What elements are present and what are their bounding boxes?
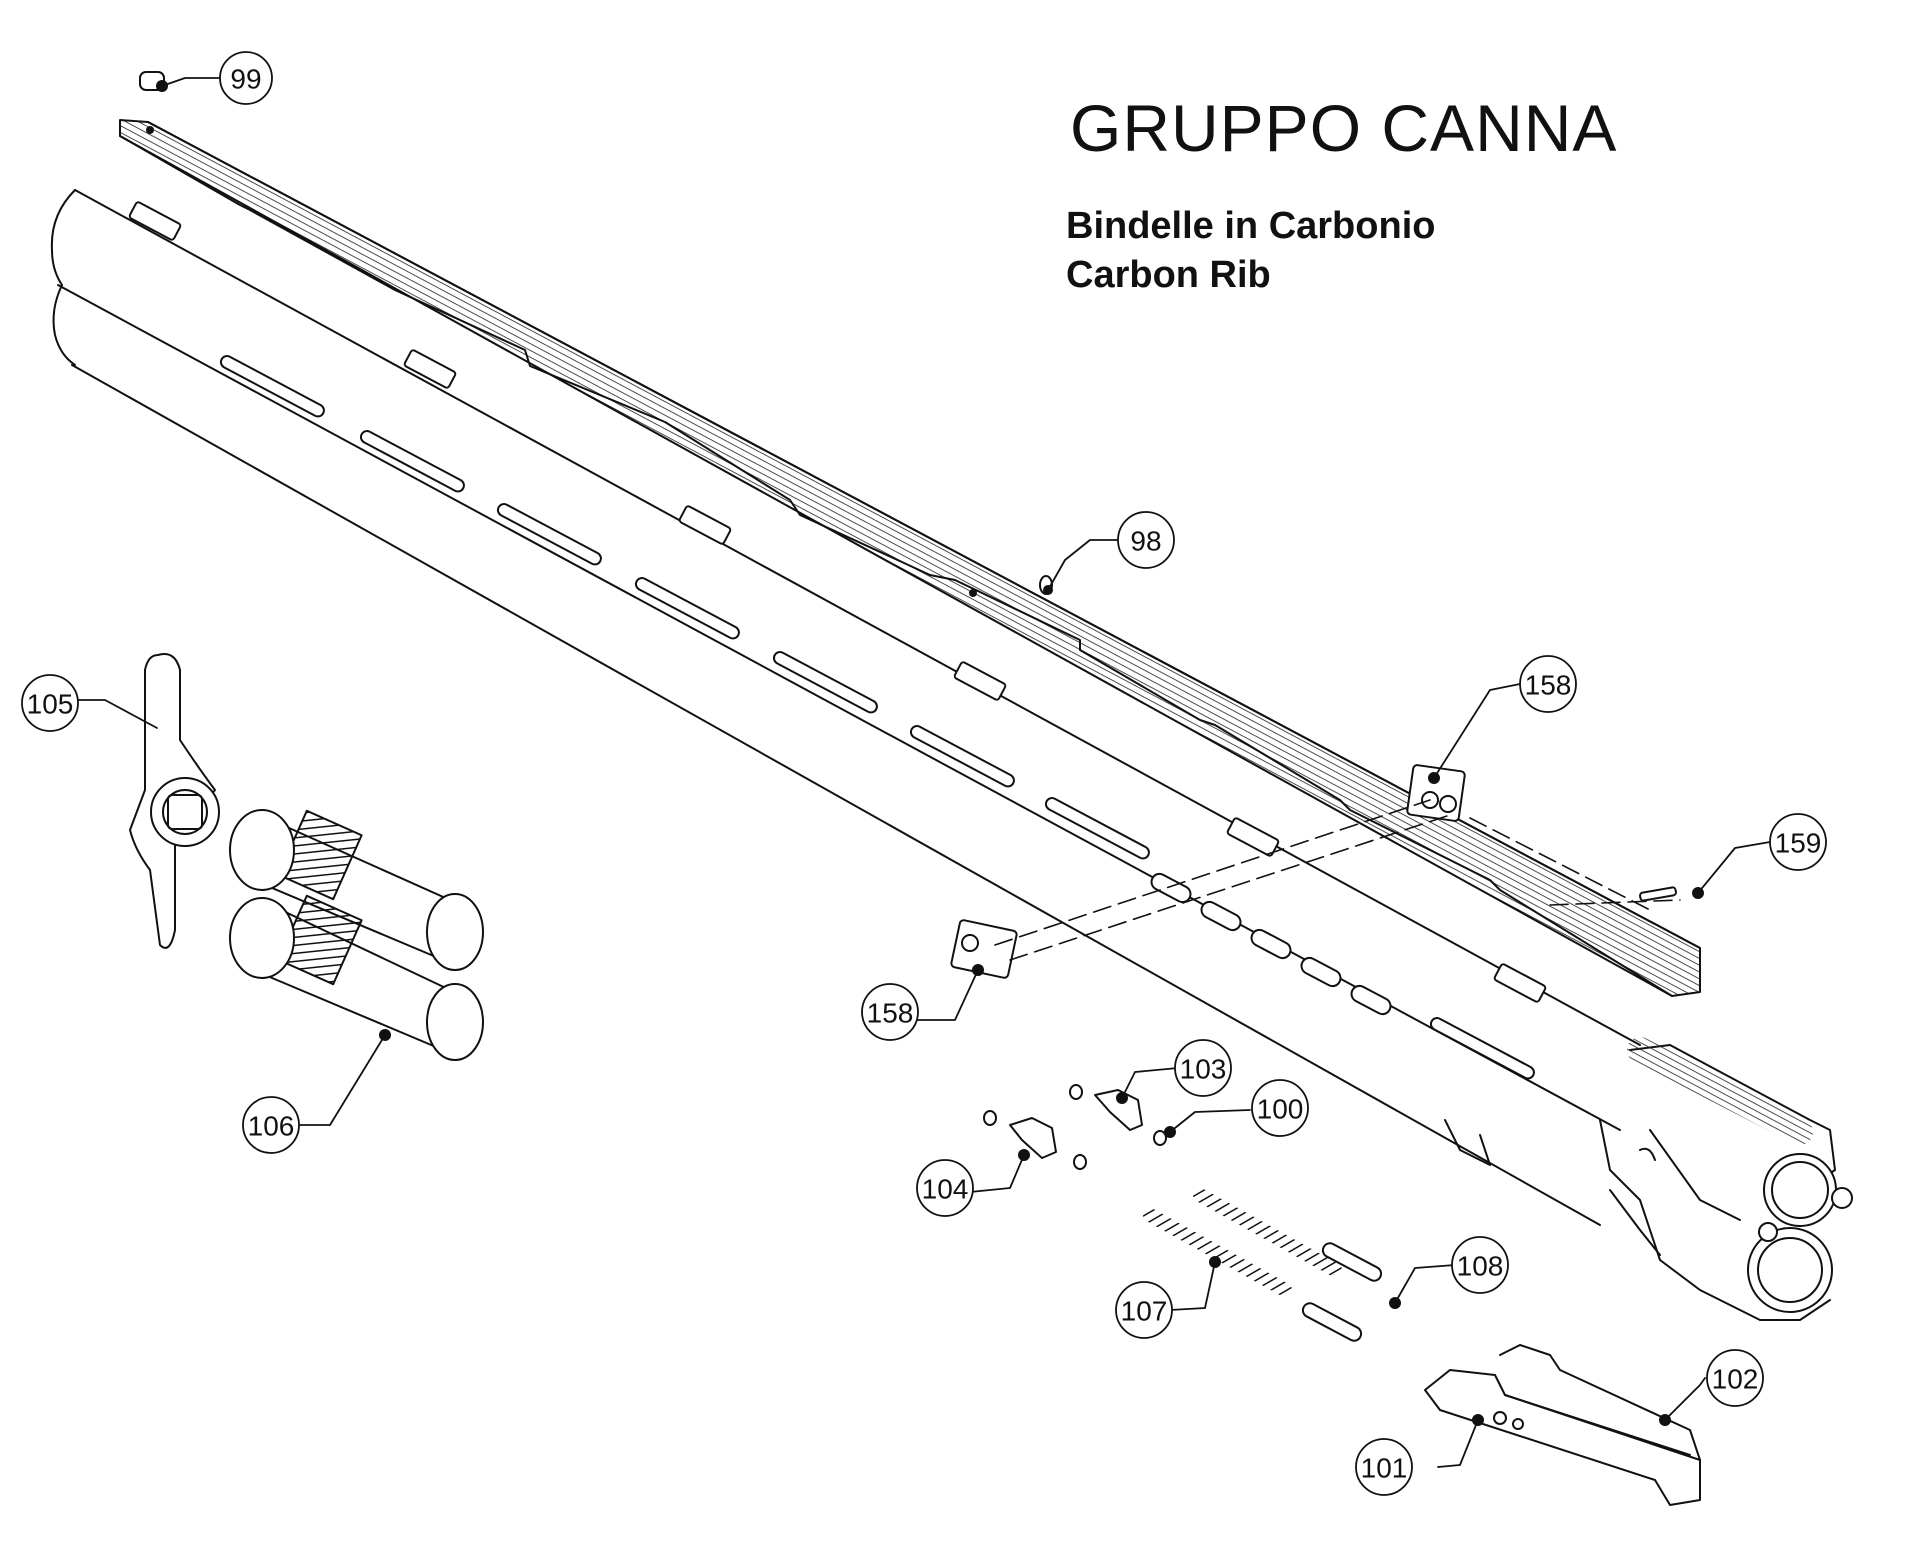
diagram-title: GRUPPO CANNA: [1070, 91, 1618, 165]
springs-part: [1143, 1188, 1342, 1297]
callout-99: 99: [230, 64, 261, 95]
callout-106: 106: [248, 1111, 295, 1142]
callout-103: 103: [1180, 1054, 1227, 1085]
callout-159: 159: [1775, 828, 1822, 859]
callout-100: 100: [1257, 1094, 1304, 1125]
choke-tubes-part: [229, 809, 484, 1061]
callout-101: 101: [1361, 1453, 1408, 1484]
front-sight-part: [139, 71, 168, 92]
callout-98: 98: [1130, 526, 1161, 557]
ejector-103-part: [1069, 1084, 1143, 1131]
callout-108: 108: [1457, 1251, 1504, 1282]
callout-104: 104: [922, 1174, 969, 1205]
callout-102: 102: [1712, 1364, 1759, 1395]
pins-part: [1301, 1242, 1401, 1342]
badge-bottom-part: [950, 919, 1018, 979]
ejector-104-part: [983, 1110, 1087, 1170]
ejector-housing-part: [1424, 1344, 1701, 1506]
barrel-assembly: [50, 189, 1853, 1321]
callout-105: 105: [27, 689, 74, 720]
badge-top-part: [1406, 764, 1466, 822]
diagram-subtitle-english: Carbon Rib: [1066, 254, 1271, 296]
choke-wrench-part: [129, 653, 220, 949]
callout-158-top: 158: [1525, 670, 1572, 701]
callout-107: 107: [1121, 1296, 1168, 1327]
callout-158-bottom: 158: [867, 998, 914, 1029]
rib-pin-part: [1639, 886, 1704, 902]
diagram-subtitle-italian: Bindelle in Carbonio: [1066, 205, 1436, 247]
